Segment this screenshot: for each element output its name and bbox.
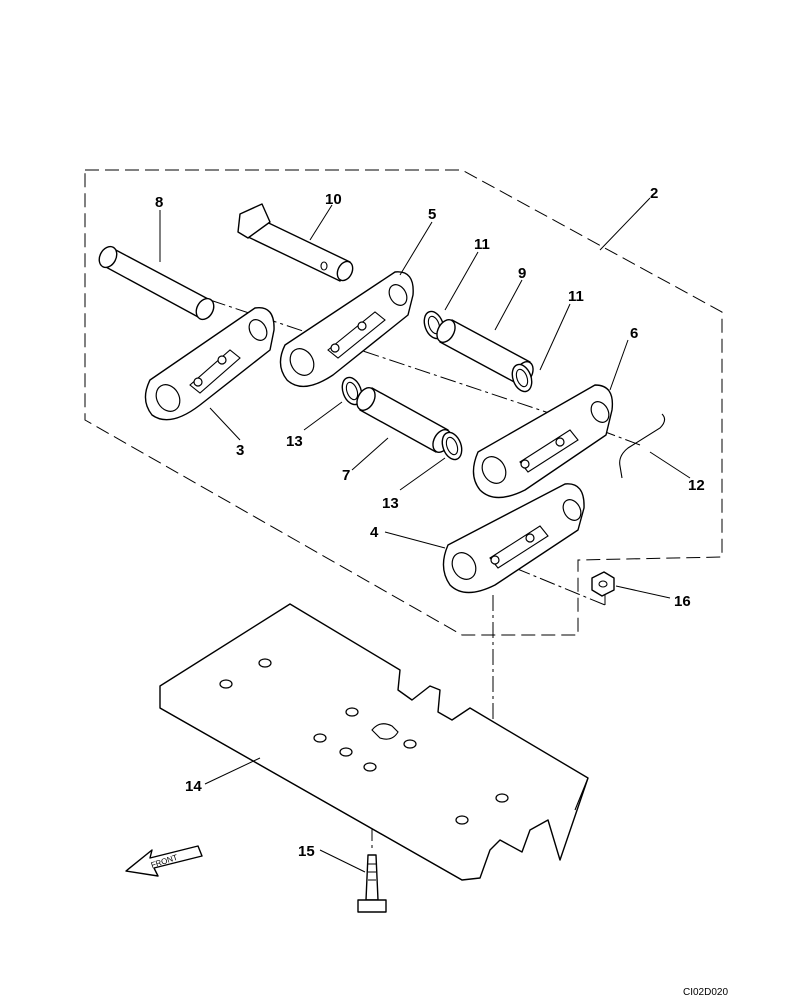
part-6-master-link: [472, 384, 614, 499]
callout-12: 12: [688, 477, 705, 494]
callout-15: 15: [298, 843, 315, 860]
callout-13a: 13: [286, 433, 303, 450]
part-3-track-link: [144, 306, 275, 421]
callout-4: 4: [370, 524, 379, 541]
callout-16: 16: [674, 593, 691, 610]
callout-7: 7: [342, 467, 350, 484]
part-15-bolt: [357, 854, 387, 913]
callout-13b: 13: [382, 495, 399, 512]
part-14-track-shoe: [159, 603, 589, 881]
drawing-code: CI02D020: [683, 987, 728, 998]
part-12-lock-pin: [619, 413, 666, 479]
part-16-nut: [591, 571, 615, 597]
callout-11b: 11: [568, 288, 584, 305]
part-11-seal-b: [511, 363, 533, 393]
part-10-master-pin: [237, 203, 354, 282]
callout-5: 5: [428, 206, 436, 223]
part-13-seal-b: [441, 431, 463, 461]
callout-numbers: 2 3 4 5 6 7 8 9 10 11 11 12 13 13 14 15 …: [155, 185, 705, 860]
callout-3: 3: [236, 442, 244, 459]
callout-2: 2: [650, 185, 658, 202]
assembly-boundary: [84, 169, 723, 636]
part-7-bushing: [356, 387, 452, 453]
part-5-track-link: [279, 271, 414, 388]
part-8-pin: [98, 245, 215, 321]
callout-8: 8: [155, 194, 163, 211]
leader-lines: [159, 197, 691, 873]
callout-10: 10: [325, 191, 342, 208]
callout-11a: 11: [474, 236, 490, 253]
callout-14: 14: [185, 778, 202, 795]
front-direction-arrow: FRONT: [125, 845, 203, 877]
callout-6: 6: [630, 325, 638, 342]
callout-9: 9: [518, 265, 526, 282]
part-13-seal-a: [341, 376, 363, 406]
part-4-master-link: [442, 483, 585, 594]
